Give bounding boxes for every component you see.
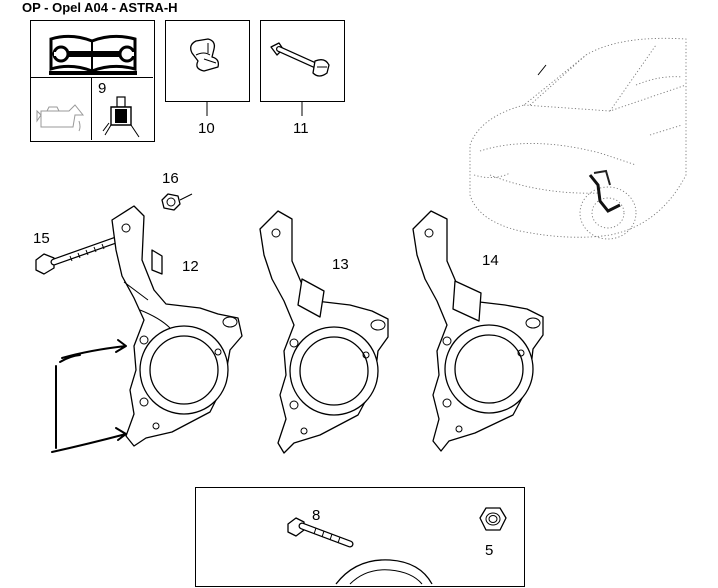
clip-part-10	[190, 38, 220, 72]
hub-partial	[335, 559, 433, 585]
bolt-part-8	[287, 517, 354, 548]
callout-9: 9	[98, 80, 107, 97]
steering-knuckle-13	[259, 210, 389, 454]
callout-16: 16	[162, 170, 179, 187]
callout-11: 11	[293, 120, 309, 137]
part-box-bottom	[195, 487, 525, 587]
callout-14: 14	[482, 252, 499, 269]
clip-part-11	[270, 42, 330, 77]
callout-10: 10	[198, 120, 215, 137]
service-manual-wrench-icon	[49, 34, 137, 75]
highlighted-knuckle-location	[588, 174, 621, 213]
catalog-title: OP - Opel A04 - ASTRA-H	[22, 0, 178, 15]
callout-15: 15	[33, 230, 50, 247]
callout-12: 12	[182, 258, 199, 275]
grease-tube-icon	[102, 96, 140, 138]
part-box-10	[165, 20, 250, 102]
hand-drawn-arrows-annotation	[51, 339, 127, 453]
steering-knuckle-12	[111, 205, 243, 447]
vehicle-location-diagram	[469, 37, 687, 240]
nut-part-5	[479, 507, 507, 531]
bolt-part-15	[35, 236, 120, 275]
oil-can-icon	[36, 104, 85, 132]
leader-lines-top	[206, 102, 303, 116]
steering-knuckle-14	[412, 210, 544, 452]
nut-part-16	[161, 193, 193, 211]
callout-8: 8	[312, 507, 321, 524]
callout-5: 5	[485, 542, 494, 559]
legend-box	[30, 20, 155, 142]
callout-13: 13	[332, 256, 349, 273]
part-box-11	[260, 20, 345, 102]
